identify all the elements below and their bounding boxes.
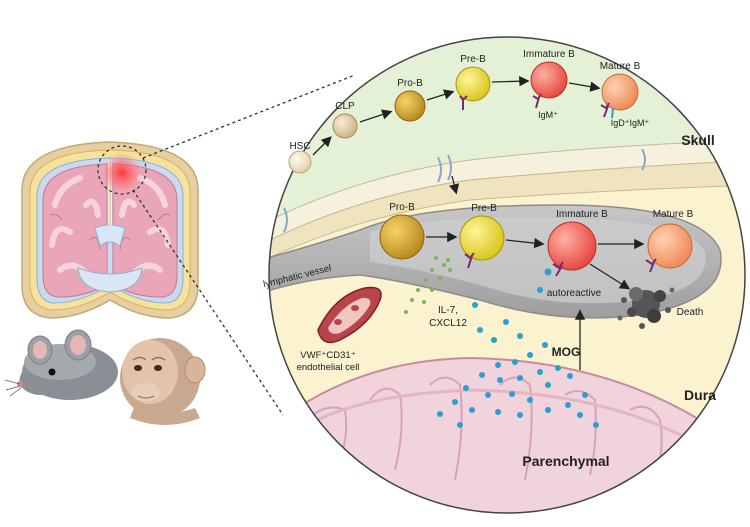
skull-pre-b-cell bbox=[455, 66, 491, 102]
zoom-circle bbox=[269, 37, 745, 513]
skull-immature-b-cell bbox=[530, 61, 568, 99]
hsc-cell bbox=[288, 150, 312, 174]
skull-pro-b-cell bbox=[394, 90, 426, 122]
skull-pre-b-label: Pre-B bbox=[460, 54, 486, 65]
skull-lineage: HSC CLP Pro-B Pre-B Immature B Mature B … bbox=[288, 49, 650, 174]
skull-immature-b-label: Immature B bbox=[523, 49, 575, 60]
skull-mature-b-cell bbox=[601, 73, 639, 111]
dura-mature-b-cell bbox=[647, 223, 693, 269]
dura-immature-b-cell bbox=[547, 221, 597, 271]
mog-label: MOG bbox=[552, 345, 581, 359]
parenchymal-label: Parenchymal bbox=[522, 453, 609, 469]
cxcl12-label: CXCL12 bbox=[429, 318, 467, 329]
dura-pro-b-label: Pro-B bbox=[389, 202, 415, 213]
clp-cell bbox=[332, 113, 358, 139]
skull-label: Skull bbox=[681, 132, 714, 148]
dura-mature-b-label: Mature B bbox=[653, 209, 694, 220]
cytokine-dots bbox=[404, 256, 452, 314]
hsc-label: HSC bbox=[289, 141, 310, 152]
dura-lineage: Pro-B Pre-B Immature B Mature B bbox=[379, 202, 694, 290]
highlight-glow bbox=[100, 151, 144, 195]
vwf-cd31-label: VWF⁺CD31⁺ bbox=[300, 350, 355, 361]
zoom-source-circle bbox=[97, 145, 147, 195]
dead-cell-icon bbox=[617, 287, 675, 329]
il7-label: IL-7, bbox=[438, 305, 458, 316]
mouse-icon bbox=[4, 329, 118, 400]
zoom-circle-border bbox=[268, 36, 746, 514]
dura-immature-b-label: Immature B bbox=[556, 209, 608, 220]
igm-label: IgM⁺ bbox=[538, 110, 558, 120]
clp-label: CLP bbox=[335, 101, 355, 112]
migration-arrow bbox=[449, 175, 460, 195]
death-label: Death bbox=[677, 307, 704, 318]
skull-mature-b-label: Mature B bbox=[600, 61, 641, 72]
monkey-icon bbox=[120, 338, 206, 425]
skull-region bbox=[269, 37, 745, 225]
igd-igm-label: IgD⁺IgM⁺ bbox=[611, 118, 650, 128]
dura-pre-b-label: Pre-B bbox=[471, 203, 497, 214]
endothelial-cell-icon bbox=[317, 286, 382, 344]
mog-dots bbox=[437, 287, 599, 428]
antibody-icon bbox=[459, 93, 614, 119]
dura-label: Dura bbox=[684, 387, 716, 403]
skull-channels bbox=[283, 148, 646, 233]
dura-pro-b-cell bbox=[379, 214, 425, 260]
endothelial-cell-label: endothelial cell bbox=[297, 362, 360, 373]
autoreactive-label: autoreactive bbox=[547, 288, 602, 299]
zoom-line-top bbox=[142, 74, 356, 159]
skull-pro-b-label: Pro-B bbox=[397, 78, 423, 89]
dura-pre-b-cell bbox=[459, 215, 505, 261]
